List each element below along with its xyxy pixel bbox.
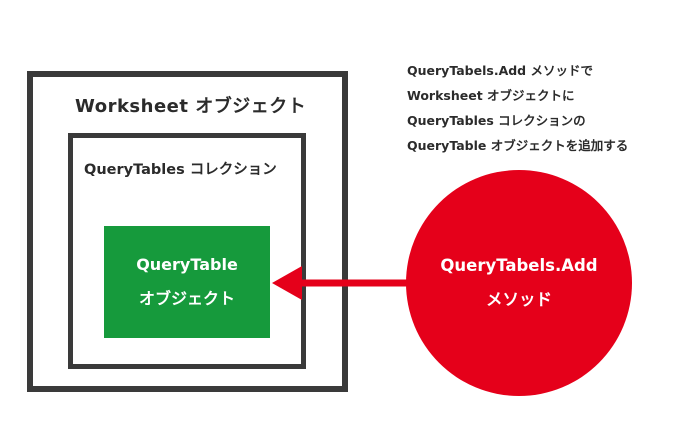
- querytables-collection-label: QueryTables コレクション: [84, 162, 277, 178]
- note-line: Worksheet オブジェクトに: [407, 88, 575, 103]
- querytable-object-subtitle: オブジェクト: [138, 289, 235, 308]
- worksheet-label: Worksheet オブジェクト: [75, 96, 307, 117]
- add-method-title: QueryTabels.Add: [440, 256, 598, 275]
- description-note: QueryTabels.Add メソッドで Worksheet オブジェクトに …: [407, 58, 628, 158]
- add-arrow-head: [272, 266, 302, 300]
- add-method-subtitle: メソッド: [486, 290, 552, 309]
- querytables-collection-frame: [68, 133, 306, 369]
- note-line: QueryTables コレクションの: [407, 113, 586, 128]
- note-line: QueryTabels.Add メソッドで: [407, 63, 593, 78]
- add-method-circle: QueryTabels.Add メソッド: [406, 170, 632, 396]
- worksheet-frame: [27, 71, 348, 392]
- querytable-object-title: QueryTable: [136, 255, 238, 274]
- note-line: QueryTable オブジェクトを追加する: [407, 138, 629, 153]
- querytable-object-box: QueryTable オブジェクト: [104, 226, 270, 338]
